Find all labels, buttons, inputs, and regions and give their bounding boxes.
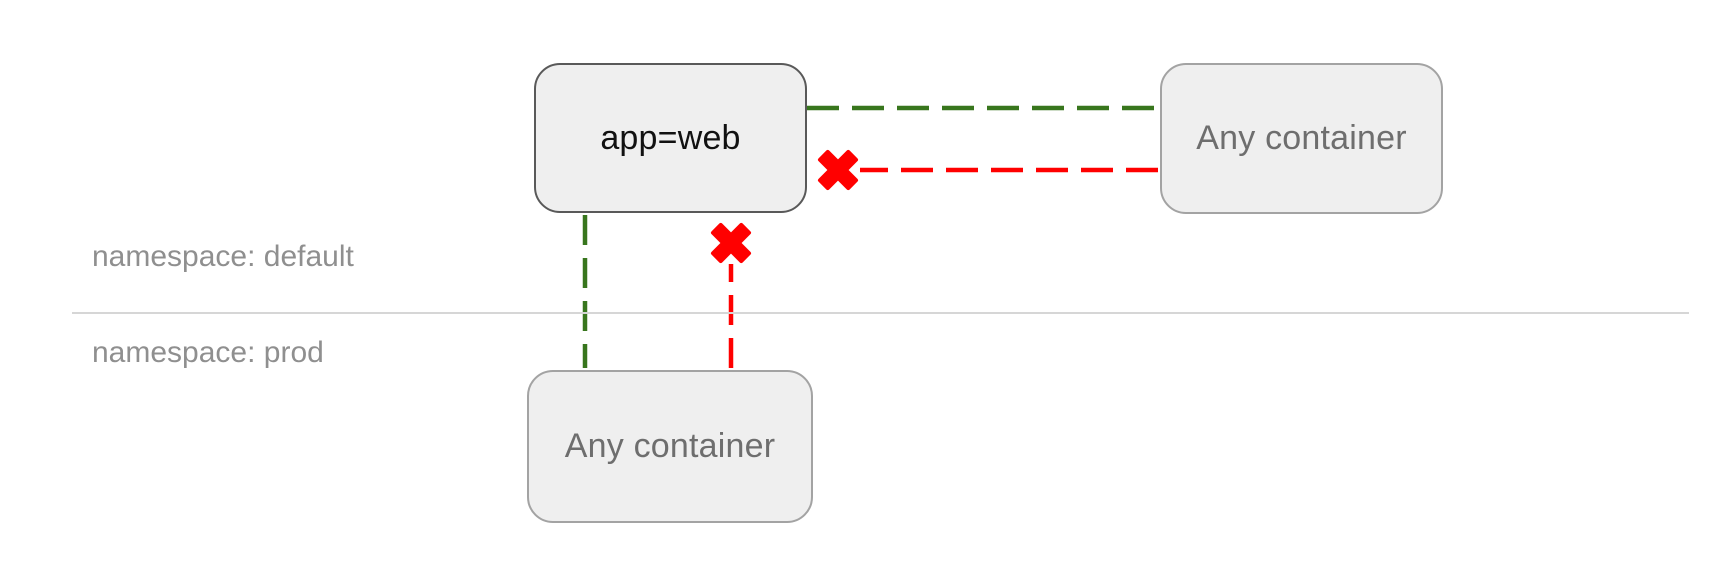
namespace-label-default: namespace: default [92, 240, 354, 273]
node-any-container-default-label: Any container [1196, 119, 1407, 157]
node-any-container-default: Any container [1160, 63, 1443, 214]
node-any-container-prod: Any container [527, 370, 813, 523]
node-app-web-label: app=web [600, 118, 741, 157]
node-any-container-prod-label: Any container [564, 427, 776, 465]
namespace-label-prod: namespace: prod [92, 336, 324, 369]
namespace-divider [72, 312, 1689, 314]
blocked-x-icon [817, 149, 859, 191]
node-app-web: app=web [534, 63, 807, 213]
blocked-x-icon [710, 222, 752, 264]
